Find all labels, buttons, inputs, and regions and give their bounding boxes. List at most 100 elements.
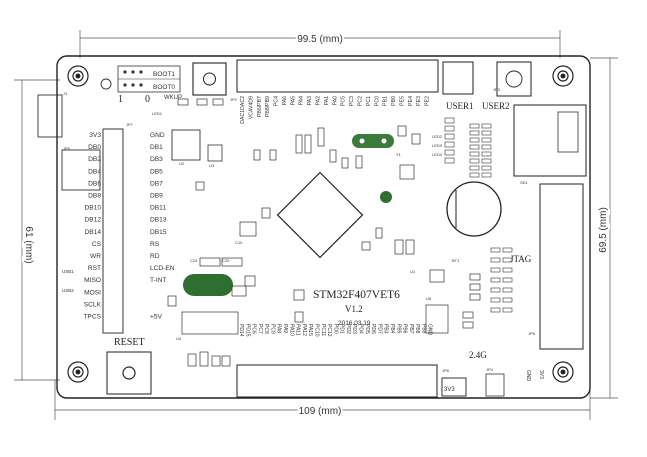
lcd-right-pin-label: DB9 <box>150 193 163 200</box>
user1-label: USER1 <box>446 101 474 111</box>
j1-ref: J1 <box>63 91 68 96</box>
bottom-header-pin-label: PC8 <box>263 324 269 334</box>
y1-ref: Y1 <box>396 152 402 157</box>
dimension-bottom-label: 109 (mm) <box>299 406 342 417</box>
bottom-header-pin-label: PD7 <box>376 324 382 334</box>
lcd-right-pin-label: DB7 <box>150 180 163 187</box>
lcd-left-pin-label: 3V3 <box>89 132 101 139</box>
top-header-pin-label: PE2 <box>425 96 431 106</box>
top-header-pin-label: DAC1DAC2 <box>240 96 246 124</box>
crystal-y2 <box>183 274 233 296</box>
battery-ref: BT1 <box>452 258 460 263</box>
lcd-left-pin-label: DB14 <box>85 229 102 236</box>
u1-ref: U1 <box>410 269 416 274</box>
lcd-left-pin-label: DB0 <box>88 144 101 151</box>
usb2-ref: USB2 <box>62 288 74 293</box>
top-header-pin-label: PA1 <box>324 96 330 106</box>
top-header-pin-label: PB8/PB9 <box>265 96 271 117</box>
lcd-left-pin-label: CS <box>92 241 102 248</box>
top-header-pin-label: PC4 <box>274 96 280 106</box>
board-version: V1.2 <box>345 304 363 314</box>
bottom-right-3v3-label: 3V3 <box>538 370 544 379</box>
bottom-header-pin-label: PB8 <box>414 324 420 334</box>
top-header-pin-label: PB0 <box>391 96 397 106</box>
lcd-left-pin-label: DB2 <box>88 156 101 163</box>
jtag-connector[interactable] <box>539 183 584 350</box>
lcd-right-pin-label: DB3 <box>150 156 163 163</box>
bottom-header-pin-label: PD14 <box>238 324 244 337</box>
green-led-marker <box>380 191 392 203</box>
top-header-pin-label: PC1 <box>366 96 372 106</box>
lcd-left-pin-label: MOSI <box>84 289 101 296</box>
lcd-left-pin-label: RST <box>88 265 101 272</box>
right-resistor-array <box>444 117 513 313</box>
bottom-header-pin-label: PC11 <box>320 324 326 336</box>
bottom-header-pin-label: PC7 <box>257 324 263 334</box>
top-header-pin-label: PB6/PB7 <box>257 96 263 117</box>
jp4-ref: JP4 <box>486 367 494 372</box>
lcd-right-pin-label: DB13 <box>150 217 167 224</box>
lcd-left-pin-label: SCLK <box>84 301 102 308</box>
u3-ref: U3 <box>209 163 215 168</box>
reset-label: RESET <box>114 337 145 348</box>
top-header-pin-label: PB1 <box>383 96 389 106</box>
bottom-header-pin-label: PB9 <box>420 324 426 334</box>
lcd-right-pin-label: DB5 <box>150 168 163 175</box>
lcd-right-pin-label: T-INT <box>150 277 166 284</box>
bottom-header-pin-label: PC9 <box>270 324 276 334</box>
top-header-pin-label: VCAV4D9 <box>248 96 254 119</box>
user2-label: USER2 <box>482 101 510 111</box>
u2-chip <box>171 129 201 161</box>
bottom-header-pin-label: PA9 <box>282 324 288 333</box>
top-header-pin-label: PC0 <box>374 96 380 106</box>
mounting-holes <box>67 65 574 383</box>
dimension-right-label: 69.5 (mm) <box>598 207 609 253</box>
bottom-header-pin-label: PB3 <box>383 324 389 334</box>
wifi-header[interactable] <box>441 377 467 397</box>
lcd-right-pin-label: RS <box>150 241 160 248</box>
top-header-pin-label: PA0 <box>332 96 338 106</box>
lcd-right-pin-label: DB11 <box>150 205 166 212</box>
jp4-connector <box>485 373 505 397</box>
user2-button[interactable] <box>496 61 532 97</box>
lcd-left-pin-label: DB4 <box>88 168 101 175</box>
jp8-ref: JP8 <box>442 368 450 373</box>
bottom-header-pin-label: PA12 <box>301 324 307 336</box>
bottom-header-pin-label: PC12 <box>326 324 332 337</box>
mcu-chip <box>276 171 364 259</box>
top-header-pin-label: PC5 <box>341 96 347 106</box>
c25-ref: C25 <box>222 258 230 263</box>
lcd-left-labels: 3V3DB0DB2DB4DB6DB8DB10DB12DB14CSWRRSTMIS… <box>83 132 101 321</box>
wifi-label: 2.4G <box>469 350 487 360</box>
reset-button[interactable] <box>106 351 152 395</box>
u2-ref: U2 <box>179 161 185 166</box>
boot-one-label: 1 <box>118 94 123 105</box>
bottom-header-pin-label: PB4 <box>389 324 395 334</box>
jtag-label: JTAG <box>510 254 532 264</box>
bottom-header-pin-label: PC6 <box>251 324 257 334</box>
bottom-pin-header[interactable] <box>236 364 438 398</box>
sd-ref: SD1 <box>520 180 529 185</box>
lcd-pin-header[interactable] <box>102 128 124 334</box>
dimension-top-label: 99.5 (mm) <box>297 34 343 45</box>
jp3-ref: JP3 <box>493 87 501 92</box>
boot-jumper-block[interactable] <box>117 65 181 93</box>
lcd-left-pin-label: WR <box>90 253 101 260</box>
c24-ref: C24 <box>190 258 198 263</box>
lcd-right-pin-label: RD <box>150 253 160 260</box>
user1-button[interactable] <box>442 61 474 95</box>
jp2-ref: JP2 <box>230 97 238 102</box>
lcd-right-labels: GNDDB1DB3DB5DB7DB9DB11DB13DB15RSRDLCD-EN… <box>150 132 175 321</box>
lcd-left-pin-label: MISO <box>84 277 101 284</box>
lcd-right-pin-label: DB1 <box>150 144 163 151</box>
jp5-connector <box>61 149 101 191</box>
small-components <box>167 98 481 367</box>
usb1-ref: USB1 <box>62 269 74 274</box>
top-header-pin-label: PA4 <box>299 96 305 106</box>
u5-ref: U5 <box>426 296 432 301</box>
bottom-header-pin-label: PD6 <box>370 324 376 334</box>
top-left-module <box>192 62 227 96</box>
led3-ref: LED3 <box>432 143 443 148</box>
sd-card-slot <box>513 104 587 177</box>
top-pin-header[interactable] <box>236 59 439 93</box>
